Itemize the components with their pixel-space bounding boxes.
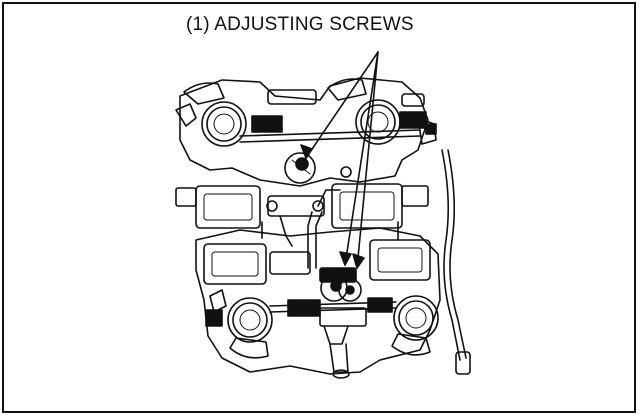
leader-lines — [300, 51, 379, 269]
callout-label: (1) ADJUSTING SCREWS — [186, 14, 414, 35]
upper-carburetor-bank — [175, 77, 437, 229]
connecting-tubes — [261, 149, 471, 375]
figure-frame — [2, 2, 636, 413]
lower-carburetor-bank — [195, 227, 441, 379]
